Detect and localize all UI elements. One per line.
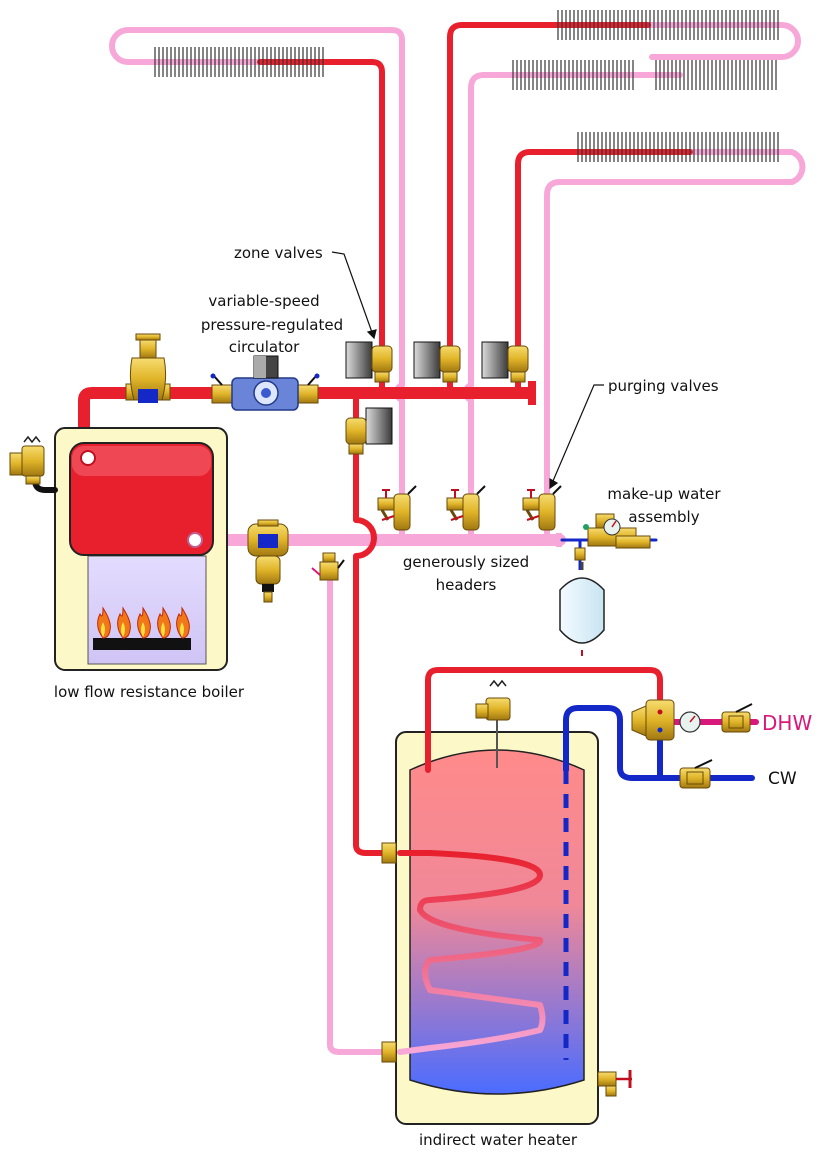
supply-header [78,381,536,461]
dirt-separator [247,519,289,603]
dhw-supply-drop [353,390,403,856]
zone-valves-label: zone valves [234,244,323,262]
drain-valve-icon [597,1070,632,1097]
ball-valve-icon [721,703,753,733]
makeup-water-label-line1: make-up water [607,485,721,503]
circulator-label-line1: variable-speed [208,292,319,310]
relief-valve-icon [9,435,58,493]
ball-valve-icon [311,552,345,581]
water-heater-label: indirect water heater [419,1131,578,1149]
circulator-label-line3: circulator [229,338,300,356]
expansion-tank-icon [559,562,605,656]
makeup-water-label-line2: assembly [628,508,699,526]
circulator-label-line2: pressure-regulated [201,316,343,334]
circulator-pump-icon [210,355,320,411]
ball-valve-icon [679,759,713,789]
headers-label-line2: headers [436,576,497,594]
purging-valves-label: purging valves [608,377,719,395]
zone-valve-icon [345,341,529,455]
boiler-label: low flow resistance boiler [54,683,245,701]
mixing-valve-icon [631,699,701,741]
headers-label-line1: generously sized [403,553,529,571]
air-vent-icon [125,333,171,403]
heater-coil-fittings [381,842,397,1063]
baseboard-fins [154,10,779,162]
burner-flame-icon [97,606,190,639]
relief-valve-icon [475,679,511,721]
cw-label: CW [768,769,797,789]
purge-valve-icon [377,485,562,531]
callout-leaders [331,251,604,490]
indirect-water-heater [395,720,599,1125]
makeup-water-assembly [560,513,658,570]
zone-supply-piping [257,22,693,393]
boiler [54,427,228,671]
dhw-label: DHW [762,711,812,735]
